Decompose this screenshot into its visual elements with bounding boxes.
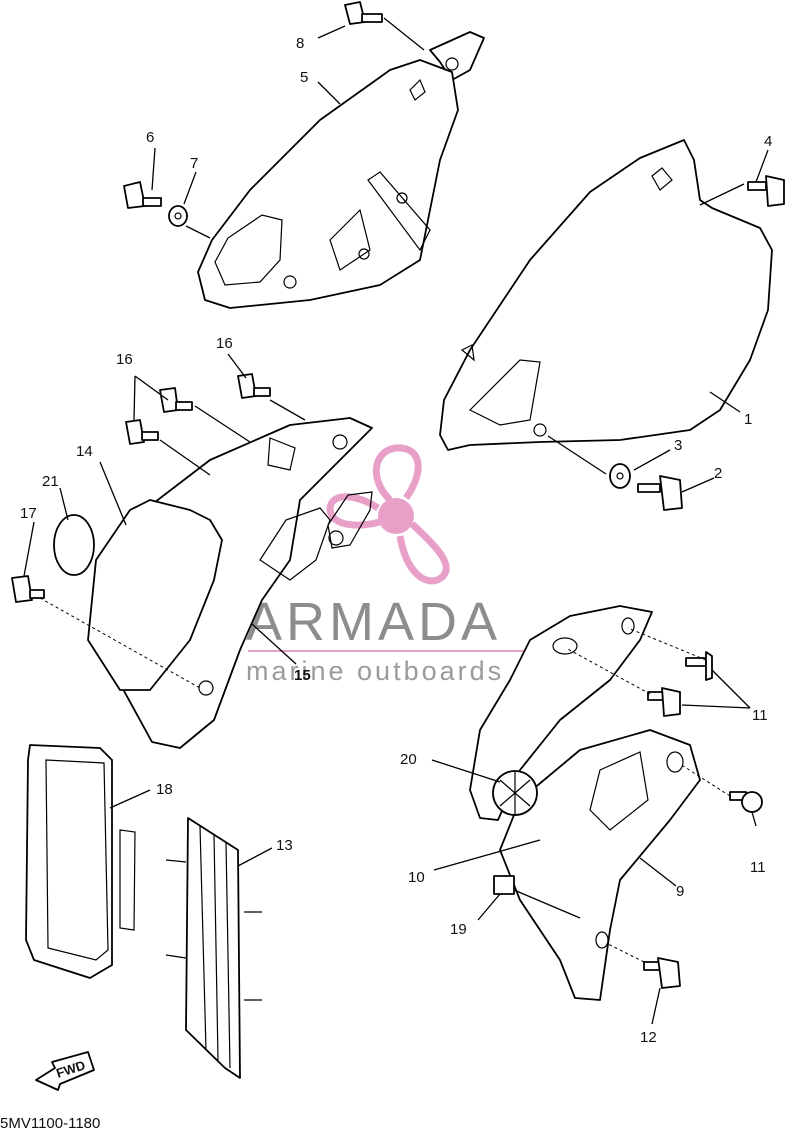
bolt-8 [344,1,383,25]
callout-16-left: 16 [116,351,133,368]
bolt-12 [643,957,681,989]
callout-4: 4 [764,133,772,150]
bolt-2 [637,475,683,511]
callout-3: 3 [674,437,682,454]
callout-15: 14 [76,443,93,460]
callout-19: 19 [450,921,467,938]
bolt-4 [747,175,785,207]
washer-3 [609,463,631,489]
part-5-upper-cover [197,31,485,309]
callout-5: 5 [300,69,308,86]
washer-7 [168,205,188,227]
callout-11-bottom: 11 [750,859,766,876]
part-1-side-panel [439,139,773,451]
part-21-decal [53,514,95,576]
clip-19 [493,875,515,895]
callout-13: 13 [276,837,293,854]
part-9-lower-shroud [469,605,701,1001]
callout-labels: 8 5 6 7 4 1 3 2 16 16 14 21 17 15 11 11 … [20,35,772,1046]
part-18-radiator-guard [25,744,136,979]
callout-14: 15 [294,667,311,684]
callout-2: 2 [714,465,722,482]
callout-17: 17 [20,505,37,522]
part-13-louver-guard [165,817,262,1079]
bolt-11a [685,651,713,681]
callout-6: 6 [146,129,154,146]
part-15-shroud [87,417,373,749]
bolt-16c [237,373,271,399]
callout-10: 10 [408,869,425,886]
propeller-blade-left [326,493,381,529]
callout-12: 12 [640,1029,657,1046]
watermark: ARMADA marine outboards [246,444,548,686]
callout-21: 21 [42,473,59,490]
propeller-hub [378,498,414,534]
watermark-tagline: marine outboards [246,656,504,686]
callout-20: 20 [400,751,417,768]
propeller-blade-top [372,444,422,503]
fwd-arrow-icon: FWD [35,1051,95,1091]
bolt-17 [11,575,45,603]
propeller-blade-right [396,521,450,585]
bolt-16a [159,387,193,413]
bolt-16b [125,419,159,445]
leader-lines [23,17,769,1025]
watermark-brand: ARMADA [246,592,501,652]
callout-1: 1 [744,411,752,428]
bolt-11c [729,791,763,813]
bolt-11b [647,687,681,717]
callout-8: 8 [296,35,304,52]
callout-7: 7 [190,155,198,172]
fasteners [11,1,785,989]
diagram-code: 5MV1100-1180 [0,1115,100,1132]
callout-16-right: 16 [216,335,233,352]
propeller-logo [326,444,450,585]
callout-9: 9 [676,883,684,900]
callout-18: 18 [156,781,173,798]
bolt-6 [123,181,162,209]
callout-11-top: 11 [752,707,768,724]
